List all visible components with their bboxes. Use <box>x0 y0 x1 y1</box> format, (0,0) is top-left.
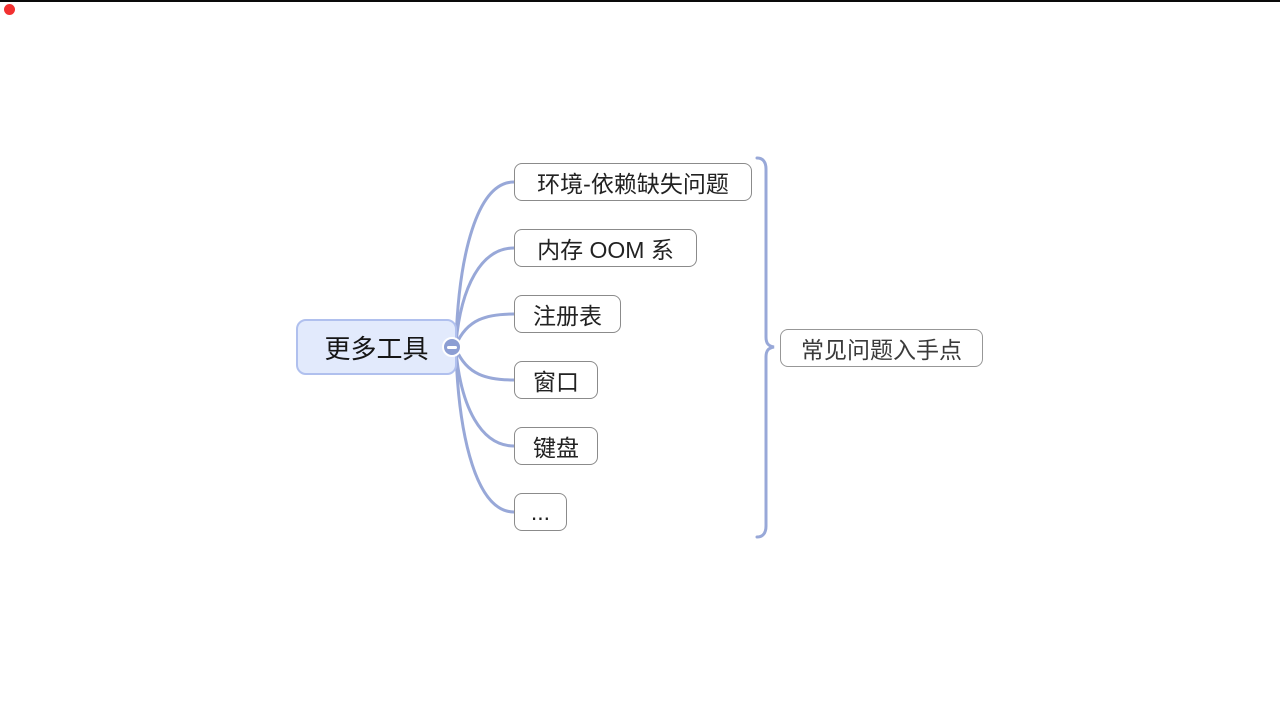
branch-line <box>454 180 516 343</box>
child-node-label: ... <box>530 498 551 525</box>
child-node-keyboard[interactable]: 键盘 <box>514 427 598 465</box>
summary-node-common-problems[interactable]: 常见问题入手点 <box>780 329 983 367</box>
child-node-environment-dependency[interactable]: 环境-依赖缺失问题 <box>514 163 752 201</box>
top-edge-line <box>0 0 1280 2</box>
child-node-memory-oom[interactable]: 内存 OOM 系 <box>514 229 697 267</box>
collapse-button[interactable] <box>442 337 462 357</box>
click-marker-dot <box>4 4 15 15</box>
child-node-label: 环境-依赖缺失问题 <box>537 171 729 197</box>
child-node-label: 窗口 <box>533 369 579 395</box>
branch-line <box>454 347 516 382</box>
branch-line <box>454 312 516 347</box>
child-node-label: 键盘 <box>533 435 579 461</box>
child-node-label: 内存 OOM 系 <box>537 237 674 263</box>
root-node-more-tools[interactable]: 更多工具 <box>296 319 457 375</box>
root-node-label: 更多工具 <box>324 333 429 364</box>
branch-line <box>454 246 516 345</box>
minus-icon <box>447 345 457 349</box>
child-node-registry[interactable]: 注册表 <box>514 295 621 333</box>
child-node-label: 注册表 <box>533 303 602 329</box>
branch-line <box>454 349 516 448</box>
child-node-ellipsis[interactable]: ... <box>514 493 567 531</box>
summary-brace <box>755 156 775 539</box>
summary-node-label: 常见问题入手点 <box>801 337 962 363</box>
child-node-window[interactable]: 窗口 <box>514 361 598 399</box>
branch-line <box>454 351 516 514</box>
